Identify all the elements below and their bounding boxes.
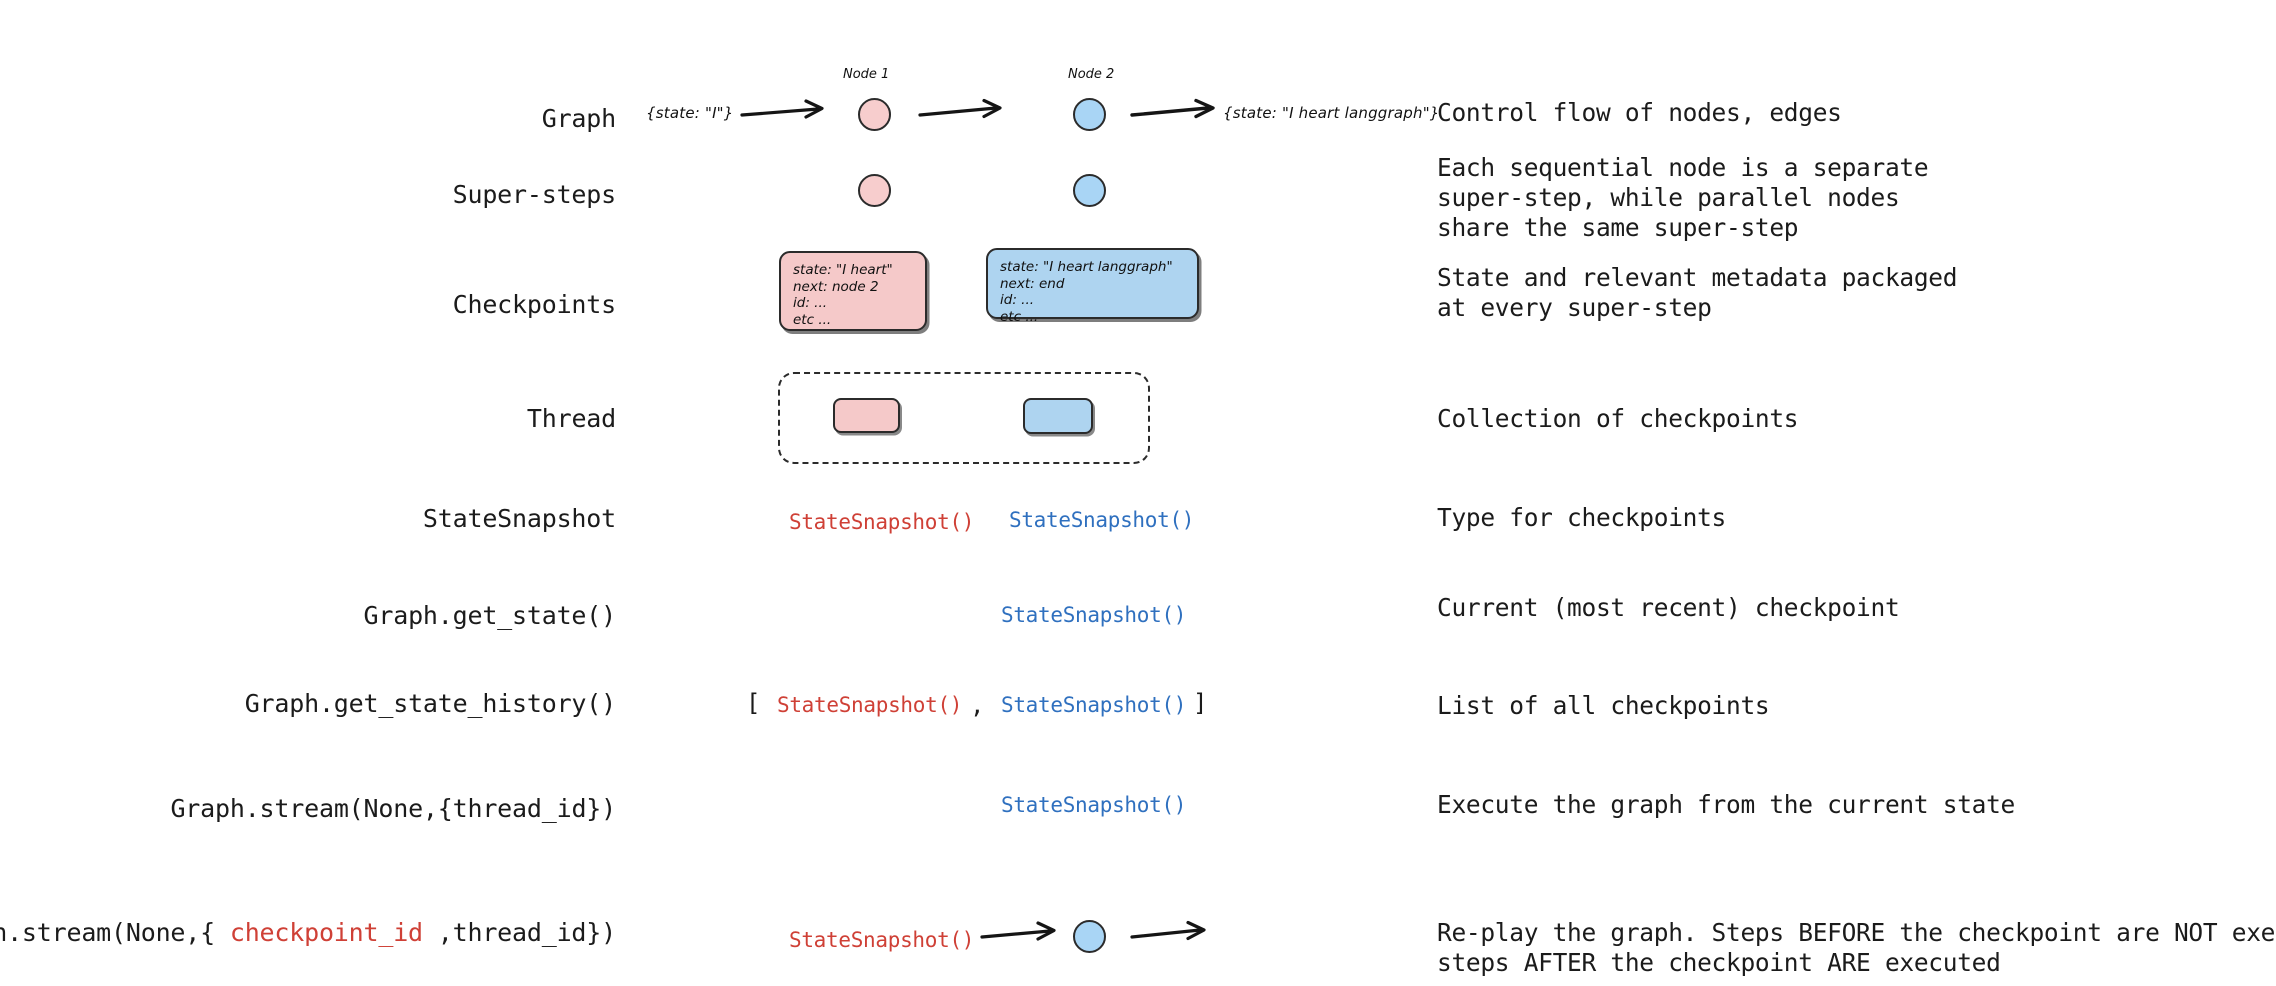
- row-label-get-state-history: Graph.get_state_history(): [244, 689, 616, 718]
- graph-node-2: [1073, 98, 1106, 131]
- row-desc-checkpoints: State and relevant metadata packaged at …: [1437, 263, 1958, 322]
- edge-arrow-2: [918, 98, 1002, 119]
- row-label-thread: Thread: [526, 404, 616, 433]
- stream-checkpoint-id-token: checkpoint_id: [229, 918, 423, 947]
- history-bracket-open: [: [746, 689, 761, 717]
- replay-arrow-2: [1130, 920, 1206, 941]
- checkpoint-card-pink-lines: state: "I heart" next: node 2 id: ... et…: [781, 253, 925, 328]
- graph-node-1: [858, 98, 891, 131]
- stream-thread-result-snapshot: StateSnapshot(): [1001, 793, 1187, 817]
- row-label-stream-thread: Graph.stream(None,{thread_id}): [170, 794, 616, 823]
- state-input-label: {state: "I"}: [646, 104, 734, 122]
- thread-group-box: [778, 372, 1150, 464]
- stream-checkpoint-label-post: ,thread_id}): [422, 918, 616, 947]
- replay-source-snapshot: StateSnapshot(): [789, 928, 975, 952]
- row-label-super-steps: Super-steps: [452, 180, 617, 209]
- replay-arrow-1: [980, 921, 1056, 941]
- row-desc-get-state: Current (most recent) checkpoint: [1437, 593, 1900, 622]
- edge-arrow-1: [740, 99, 824, 119]
- checkpoint-line: next: end: [1000, 275, 1065, 292]
- node2-caption: Node 2: [1068, 67, 1115, 82]
- row-desc-thread: Collection of checkpoints: [1437, 404, 1799, 433]
- checkpoint-line: state: "I heart": [793, 262, 893, 278]
- history-comma: ,: [970, 691, 985, 719]
- node1-caption: Node 1: [843, 67, 890, 82]
- thread-checkpoint-blue: [1023, 398, 1093, 434]
- row-desc-super-steps: Each sequential node is a separate super…: [1437, 153, 1929, 242]
- row-desc-stream-thread: Execute the graph from the current state: [1437, 790, 2016, 819]
- history-snapshot-red: StateSnapshot(): [777, 693, 963, 717]
- row-desc-graph: Control flow of nodes, edges: [1437, 98, 1842, 127]
- row-label-checkpoints: Checkpoints: [452, 290, 617, 319]
- superstep-node-1: [858, 174, 891, 207]
- superstep-node-2: [1073, 174, 1106, 207]
- stream-checkpoint-label-pre: Graph.stream(None,{: [0, 918, 215, 947]
- checkpoint-line: id: ...: [793, 295, 828, 311]
- replay-node-blue: [1073, 920, 1106, 953]
- checkpoint-line: etc ...: [1000, 308, 1039, 325]
- history-bracket-close: ]: [1193, 689, 1208, 717]
- checkpoint-line: id: ...: [1000, 292, 1035, 308]
- statesnapshot-token-blue: StateSnapshot(): [1009, 508, 1195, 532]
- checkpoint-line: next: node 2: [793, 278, 879, 295]
- row-label-graph: Graph: [541, 104, 616, 133]
- checkpoint-card-pink: state: "I heart" next: node 2 id: ... et…: [779, 251, 927, 331]
- checkpoint-card-blue-lines: state: "I heart langgraph" next: end id:…: [988, 250, 1197, 325]
- checkpoint-line: state: "I heart langgraph": [1000, 259, 1173, 275]
- row-desc-stream-checkpoint: Re-play the graph. Steps BEFORE the chec…: [1437, 918, 2276, 977]
- edge-arrow-3: [1130, 98, 1215, 119]
- thread-checkpoint-pink: [833, 398, 900, 433]
- state-output-label: {state: "I heart langgraph"}: [1223, 104, 1440, 122]
- row-label-stream-checkpoint: Graph.stream(None,{ checkpoint_id ,threa…: [0, 918, 616, 947]
- history-snapshot-blue: StateSnapshot(): [1001, 693, 1187, 717]
- row-label-statesnapshot: StateSnapshot: [422, 504, 616, 533]
- checkpoint-card-blue: state: "I heart langgraph" next: end id:…: [986, 248, 1199, 325]
- checkpoint-line: etc ...: [793, 311, 832, 328]
- get-state-result-snapshot: StateSnapshot(): [1001, 603, 1187, 627]
- statesnapshot-token-red: StateSnapshot(): [789, 510, 975, 534]
- row-label-get-state: Graph.get_state(): [363, 601, 617, 630]
- row-desc-get-state-history: List of all checkpoints: [1437, 691, 1770, 720]
- row-desc-statesnapshot: Type for checkpoints: [1437, 503, 1727, 532]
